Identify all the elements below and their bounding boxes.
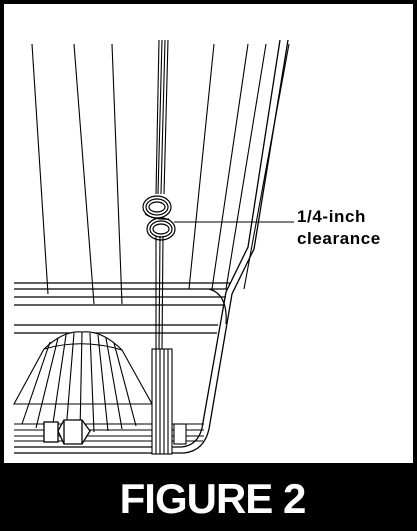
cone-shade [13,331,153,433]
callout-line-2: clearance [297,229,381,248]
installation-diagram [13,39,294,455]
hex-nut [43,419,91,445]
fixture-outline [14,39,289,454]
horizontal-band [14,282,230,334]
fan-lines [31,43,290,305]
caption-bar: FIGURE 2 [4,463,413,527]
clearance-callout: 1/4-inch clearance [297,206,413,250]
loop-rings [142,195,176,241]
figure-caption: FIGURE 2 [119,475,307,522]
hanging-cord [155,39,169,350]
cord-sleeve [151,348,187,455]
callout-line-1: 1/4-inch [297,207,367,226]
